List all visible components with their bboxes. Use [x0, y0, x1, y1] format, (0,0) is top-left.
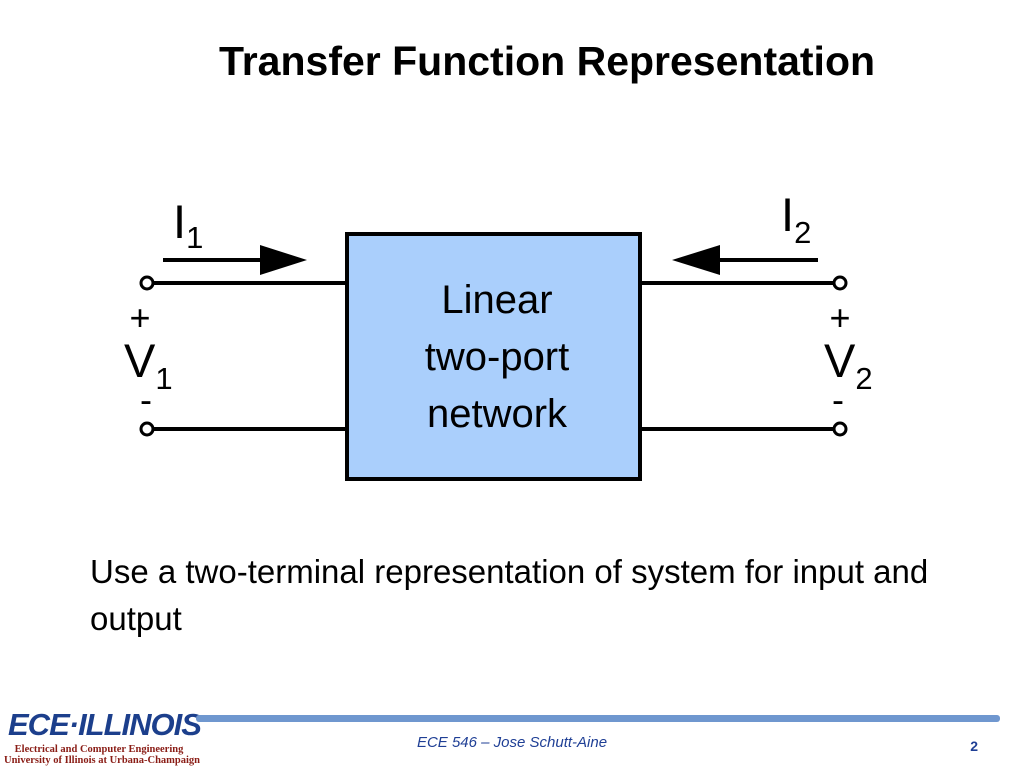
page-number: 2 [970, 738, 978, 754]
logo-line-1: Electrical and Computer Engineering [14, 744, 184, 755]
v2-plus: + [829, 297, 850, 338]
body-text: Use a two-terminal representation of sys… [90, 553, 929, 637]
box-line-3: network [427, 392, 568, 436]
box-line-2: two-port [425, 335, 570, 379]
i1-arrow-head [260, 245, 307, 275]
i2-arrow-head [672, 245, 720, 275]
box-line-1: Linear [441, 278, 552, 322]
i1-label: I1 [173, 195, 203, 255]
footer-course-text: ECE 546 – Jose Schutt-Aine [416, 734, 608, 751]
v2-label: V2 [824, 334, 873, 396]
footer-divider [196, 715, 1000, 722]
v2-minus: - [832, 379, 844, 420]
logo-line-2: University of Illinois at Urbana-Champai… [4, 755, 201, 766]
network-box [345, 232, 642, 481]
logo-wordmark: ECE·ILLINOIS [8, 707, 202, 742]
i2-label: I2 [781, 188, 811, 250]
v1-minus: - [140, 379, 152, 420]
left-bottom-terminal [139, 421, 155, 437]
right-top-terminal [832, 275, 848, 291]
left-top-terminal [139, 275, 155, 291]
v1-label: V1 [124, 334, 173, 396]
ece-illinois-logo: ECE·ILLINOIS Electrical and Computer Eng… [4, 707, 202, 767]
slide-title: Transfer Function Representation [218, 38, 876, 84]
v1-plus: + [129, 297, 150, 338]
right-bottom-terminal [832, 421, 848, 437]
